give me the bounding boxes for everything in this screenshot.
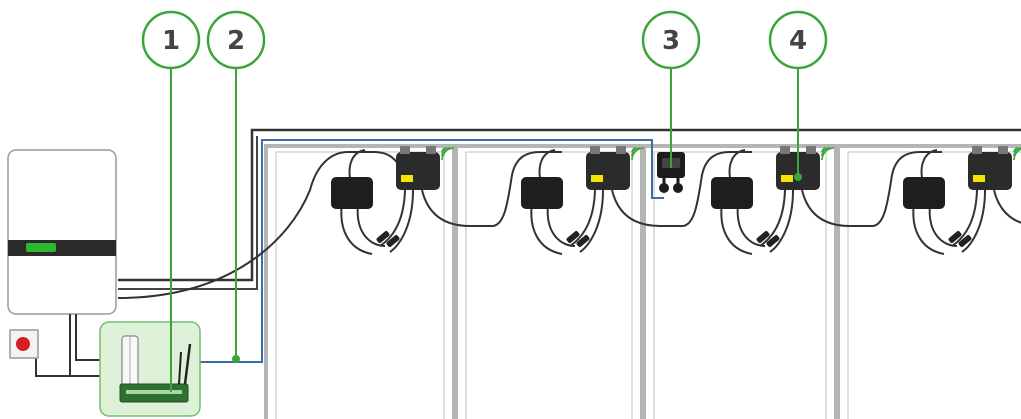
trunk-cables xyxy=(117,128,1021,363)
callout-4: 4 xyxy=(768,10,828,70)
panel-4-hardware xyxy=(903,146,1021,255)
panel-wiring xyxy=(530,149,752,255)
callout-leaders xyxy=(170,62,802,392)
junction-box xyxy=(521,177,563,209)
wireless-signal-icon xyxy=(1013,147,1021,161)
panel-3-hardware xyxy=(711,146,942,255)
module-optimizer xyxy=(396,152,440,190)
gateway-antenna xyxy=(183,343,192,385)
callout-1-label: 1 xyxy=(162,26,180,56)
panel-2-hardware xyxy=(521,146,752,255)
callout-2-label: 2 xyxy=(227,26,245,56)
callout-2: 2 xyxy=(206,10,266,70)
junction-box xyxy=(331,177,373,209)
callout-1: 1 xyxy=(141,10,201,70)
panel-hardware xyxy=(331,146,1021,255)
panel-1-hardware xyxy=(331,146,562,255)
inverter-status-led xyxy=(26,243,56,252)
junction-box xyxy=(711,177,753,209)
callout-3-label: 3 xyxy=(662,26,680,56)
module-optimizer xyxy=(586,152,630,190)
wireless-signal-icon xyxy=(441,147,455,161)
junction-box xyxy=(903,177,945,209)
wireless-signal-icon xyxy=(821,147,835,161)
callout-4-label: 4 xyxy=(789,26,807,56)
inverter-display-bar xyxy=(8,240,116,256)
optimizer-label xyxy=(591,175,603,182)
optimizer-label xyxy=(781,175,793,182)
emergency-stop-icon xyxy=(9,329,39,359)
gateway-device xyxy=(99,321,201,417)
inverter-string-cable xyxy=(117,151,403,299)
dc-cable-second xyxy=(118,136,258,290)
optimizer-label xyxy=(973,175,985,182)
communication-cable xyxy=(200,139,664,363)
optimizer-label xyxy=(401,175,413,182)
wireless-signal-icon xyxy=(631,147,645,161)
panel-wiring xyxy=(720,149,942,255)
callout-3: 3 xyxy=(641,10,701,70)
dc-cable-top xyxy=(118,128,1021,282)
module-optimizer xyxy=(968,152,1012,190)
inverter xyxy=(7,149,117,315)
